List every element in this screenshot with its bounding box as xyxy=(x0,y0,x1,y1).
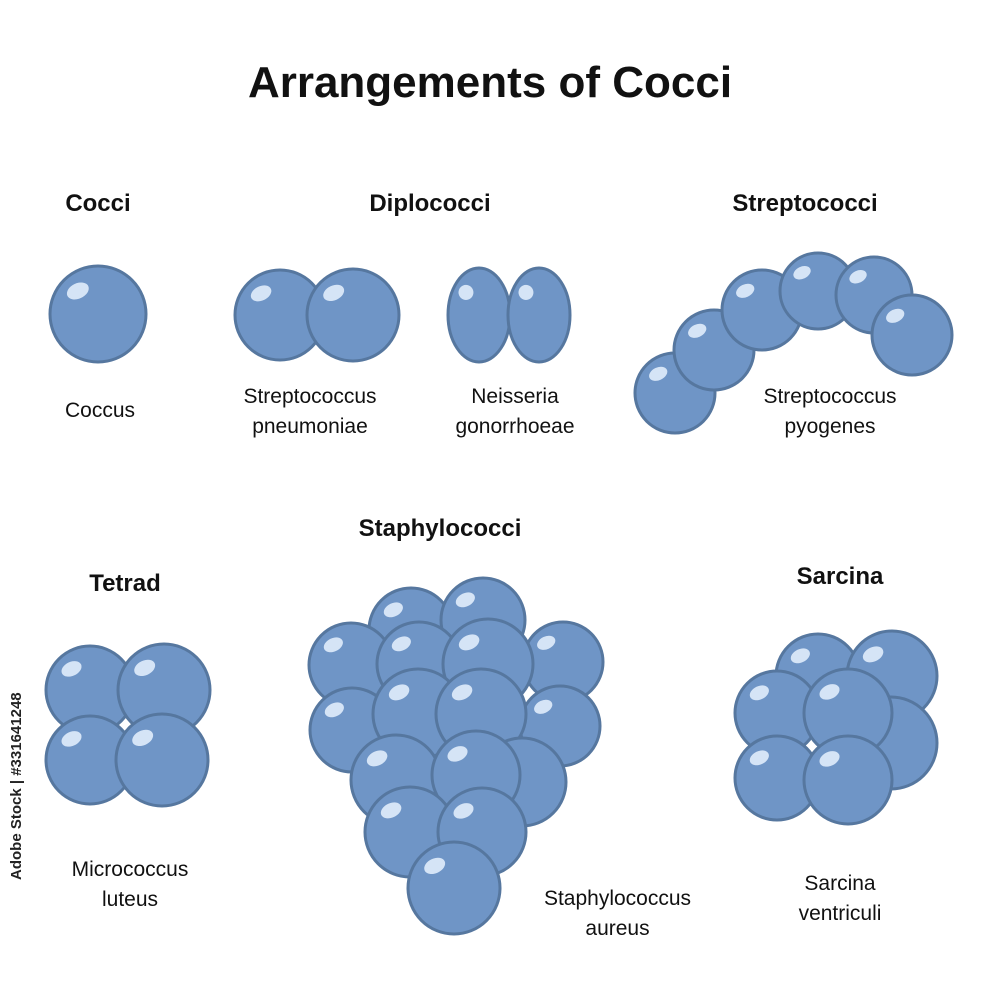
caption-line: luteus xyxy=(101,888,159,911)
coccus-cell xyxy=(870,293,954,377)
neisseria-gonorrhoeae-cells xyxy=(446,266,572,364)
coccus-cell xyxy=(802,667,894,759)
cell-highlight xyxy=(447,746,468,762)
caption-line: Micrococcus xyxy=(71,858,189,881)
cell-highlight xyxy=(380,802,402,819)
cell-highlight xyxy=(424,857,446,875)
stock-id-watermark: Adobe Stock | #331641248 xyxy=(8,692,25,880)
cell-highlight xyxy=(134,659,156,677)
cell-highlight xyxy=(749,685,769,701)
streptococcus-pneumoniae-cells xyxy=(233,267,401,363)
heading-tetrad: Tetrad xyxy=(89,570,161,597)
caption-line: pyogenes xyxy=(784,415,876,438)
coccus-cell xyxy=(733,734,821,822)
cell-highlight xyxy=(66,282,89,300)
caption-line: Streptococcus xyxy=(243,385,377,408)
cell-highlight xyxy=(451,684,473,701)
cell-highlight xyxy=(518,284,534,300)
cell-highlight xyxy=(862,646,884,663)
cell-highlight xyxy=(61,661,82,677)
caption-line: Streptococcus xyxy=(763,385,897,408)
cell-highlight xyxy=(534,699,553,714)
heading-cocci: Cocci xyxy=(65,190,131,217)
diagram-title: Arrangements of Cocci xyxy=(247,58,733,107)
caption-sarcina-ventriculi: Sarcina ventriculi xyxy=(770,869,910,929)
coccus-cell xyxy=(305,267,401,363)
cell-highlight xyxy=(819,684,840,700)
cell-highlight xyxy=(455,592,475,608)
sarcina-cells xyxy=(733,629,939,826)
caption-line: Staphylococcus xyxy=(543,887,692,910)
coccus-cell xyxy=(446,266,512,364)
cell-highlight xyxy=(250,285,272,302)
cell-highlight xyxy=(324,702,344,718)
cell-highlight xyxy=(323,284,345,302)
coccus-cell xyxy=(114,712,210,808)
caption-staphylococcus-aureus: Staphylococcus aureus xyxy=(525,884,710,944)
cell-highlight xyxy=(383,602,403,618)
cell-highlight xyxy=(458,634,480,651)
coccus-cell xyxy=(506,266,572,364)
cell-highlight xyxy=(849,270,867,284)
cell-highlight xyxy=(537,635,556,650)
caption-line: pneumoniae xyxy=(252,415,368,438)
cell-highlight xyxy=(749,750,769,766)
cell-highlight xyxy=(132,729,154,747)
heading-diplococci: Diplococci xyxy=(369,190,491,217)
caption-line: Neisseria xyxy=(471,385,559,408)
coccus-cell xyxy=(406,840,502,936)
cell-highlight xyxy=(649,366,668,381)
cell-highlight xyxy=(793,266,811,280)
caption-streptococcus-pneumoniae: Streptococcus pneumoniae xyxy=(220,382,400,442)
cell-highlight xyxy=(790,648,810,664)
tetrad-cells xyxy=(44,642,212,808)
coccus-cell xyxy=(733,669,821,757)
caption-line: ventriculi xyxy=(798,902,882,925)
heading-staphylococci: Staphylococci xyxy=(358,515,522,542)
cell-highlight xyxy=(736,283,755,298)
caption-line: Coccus xyxy=(64,399,136,422)
coccus-cell xyxy=(48,264,148,364)
caption-streptococcus-pyogenes: Streptococcus pyogenes xyxy=(740,382,920,442)
coccus-cell xyxy=(802,734,894,826)
cell-highlight xyxy=(819,751,840,767)
cell-highlight xyxy=(366,750,388,767)
caption-micrococcus-luteus: Micrococcus luteus xyxy=(50,855,210,915)
heading-sarcina: Sarcina xyxy=(796,563,884,590)
cell-highlight xyxy=(886,308,905,323)
coccus-cell xyxy=(44,714,136,806)
caption-neisseria-gonorrhoeae: Neisseria gonorrhoeae xyxy=(430,382,600,442)
cocci-cells xyxy=(48,264,148,364)
cell-highlight xyxy=(323,637,343,653)
cell-highlight xyxy=(388,684,410,701)
cell-highlight xyxy=(391,636,411,652)
cell-highlight xyxy=(458,284,474,300)
caption-line: Sarcina xyxy=(804,872,876,895)
caption-coccus: Coccus xyxy=(40,396,160,426)
coccus-cell xyxy=(521,620,605,704)
streptococci-cells xyxy=(633,251,954,435)
cell-highlight xyxy=(61,731,82,747)
coccus-cell xyxy=(233,268,327,362)
heading-streptococci: Streptococci xyxy=(732,190,878,217)
cell-highlight xyxy=(453,803,474,819)
caption-line: gonorrhoeae xyxy=(455,415,575,438)
staphylococci-cells xyxy=(307,576,605,936)
cell-highlight xyxy=(688,323,707,338)
caption-line: aureus xyxy=(585,917,650,940)
